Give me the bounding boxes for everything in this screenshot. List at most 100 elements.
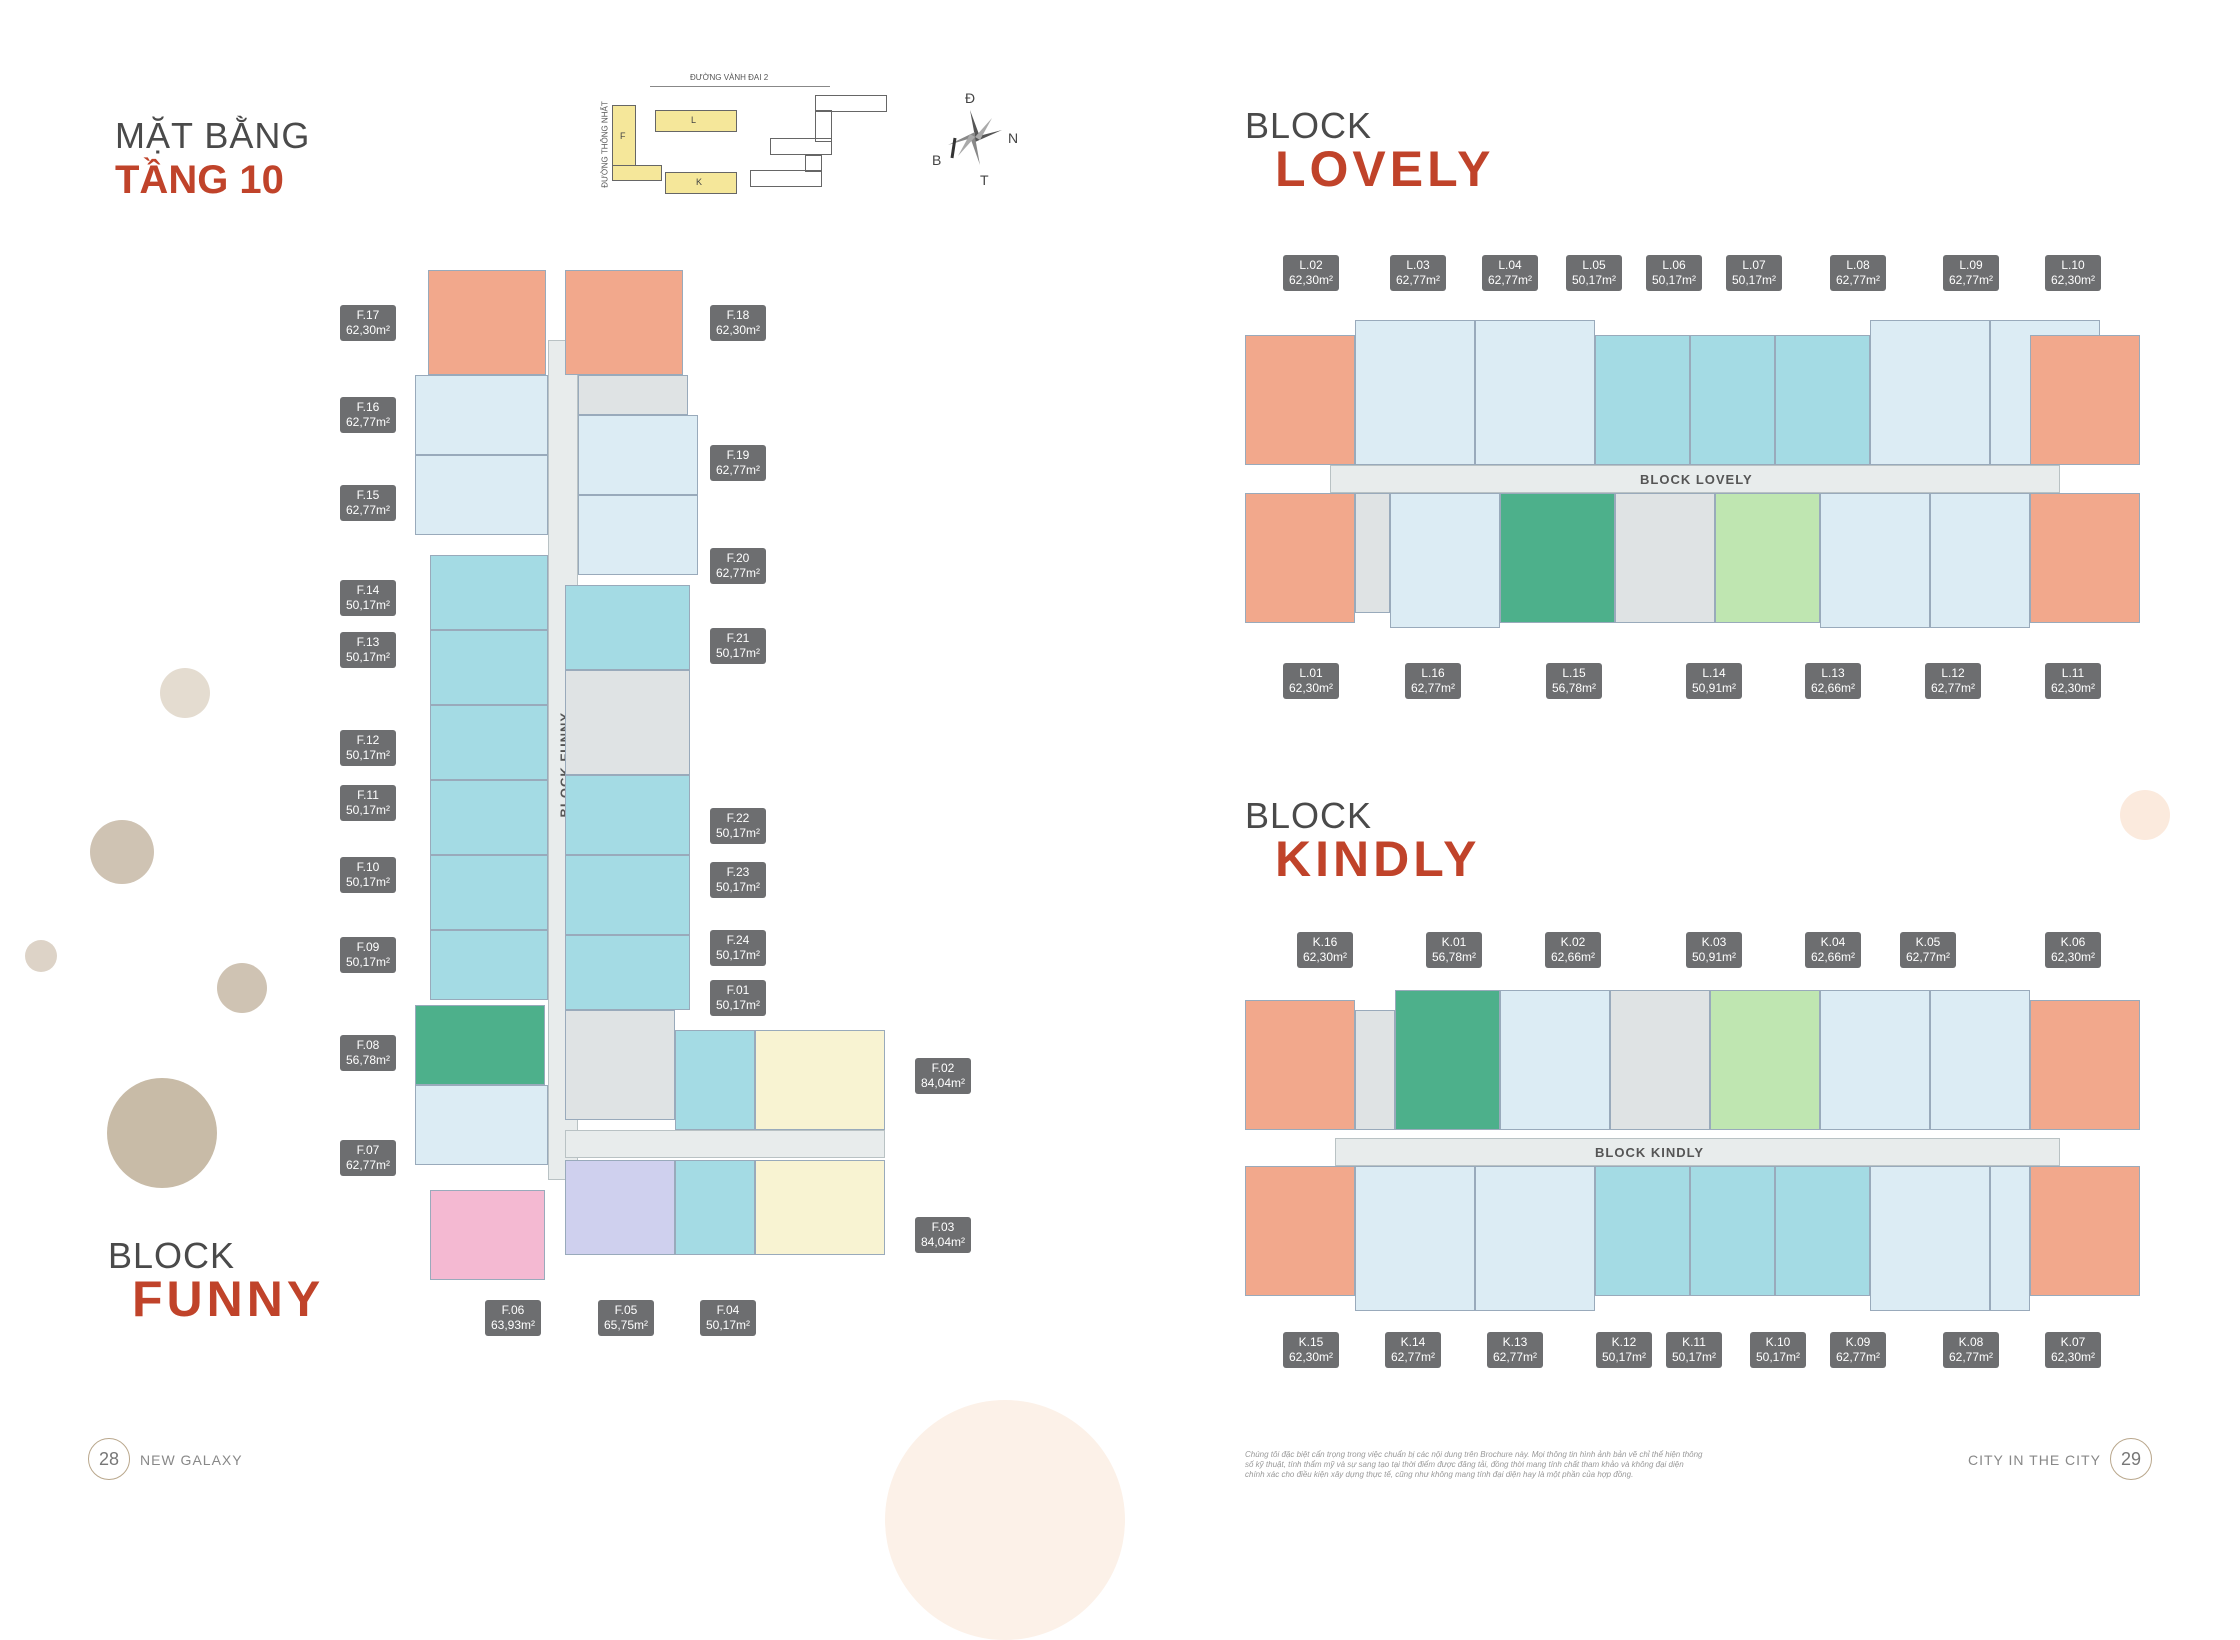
unit-l05[interactable] <box>1595 335 1690 465</box>
tag-area: 62,30m² <box>2050 1350 2096 1364</box>
unit-f11[interactable] <box>430 780 548 855</box>
tag-area: 62,30m² <box>1288 681 1334 695</box>
unit-l02[interactable] <box>1245 335 1355 465</box>
tag-code: F.18 <box>726 308 750 322</box>
unit-k02[interactable] <box>1500 990 1610 1130</box>
unit-k13[interactable] <box>1475 1166 1595 1311</box>
unit-f14[interactable] <box>430 555 548 630</box>
unit-k05[interactable] <box>1930 990 2030 1130</box>
tag-code: F.04 <box>716 1303 740 1317</box>
unit-f23[interactable] <box>565 855 690 935</box>
tag-area: 84,04m² <box>920 1235 966 1249</box>
unit-k03[interactable] <box>1710 990 1820 1130</box>
unit-k07[interactable] <box>2030 1166 2140 1296</box>
lovely-stair-left <box>1355 493 1390 613</box>
unit-f08[interactable] <box>415 1005 545 1085</box>
tag-code: L.08 <box>1846 258 1870 272</box>
tag-area: 62,77m² <box>1492 1350 1538 1364</box>
kindly-corridor-label: BLOCK KINDLY <box>1595 1145 1705 1160</box>
unit-l13[interactable] <box>1820 493 1930 628</box>
site-map-f-label: F <box>620 131 626 141</box>
unit-f07[interactable] <box>415 1085 548 1165</box>
unit-l16[interactable] <box>1390 493 1500 628</box>
unit-l03[interactable] <box>1355 320 1475 465</box>
unit-f18[interactable] <box>565 270 683 375</box>
tag-area: 50,17m² <box>345 803 391 817</box>
tag-code: K.04 <box>1820 935 1846 949</box>
tag-code: F.15 <box>356 488 380 502</box>
unit-l10[interactable] <box>2030 335 2140 465</box>
unit-f04[interactable] <box>675 1160 755 1255</box>
unit-k12[interactable] <box>1595 1166 1690 1296</box>
unit-k06[interactable] <box>2030 1000 2140 1130</box>
unit-l14[interactable] <box>1715 493 1820 623</box>
tag-area: 50,17m² <box>345 748 391 762</box>
footer-right-text: CITY IN THE CITY <box>1968 1452 2101 1468</box>
tag-code: F.22 <box>726 811 750 825</box>
unit-f15[interactable] <box>415 455 548 535</box>
unit-f10[interactable] <box>430 855 548 930</box>
unit-l04[interactable] <box>1475 320 1595 465</box>
unit-k16[interactable] <box>1245 1000 1355 1130</box>
unit-f06[interactable] <box>430 1190 545 1280</box>
unit-k01[interactable] <box>1395 990 1500 1130</box>
unit-l11[interactable] <box>2030 493 2140 623</box>
tag-code: F.19 <box>726 448 750 462</box>
unit-l08[interactable] <box>1870 320 1990 465</box>
unit-f17[interactable] <box>428 270 546 375</box>
tag-code: K.08 <box>1958 1335 1984 1349</box>
site-map-l-label: L <box>691 115 697 125</box>
unit-f05[interactable] <box>565 1160 675 1255</box>
unit-f13[interactable] <box>430 630 548 705</box>
unit-f16[interactable] <box>415 375 548 455</box>
unit-k11[interactable] <box>1690 1166 1775 1296</box>
tag-code: L.03 <box>1406 258 1430 272</box>
unit-l07[interactable] <box>1775 335 1870 465</box>
unit-f03[interactable] <box>755 1160 885 1255</box>
footer-left-text: NEW GALAXY <box>140 1452 243 1468</box>
unit-k14[interactable] <box>1355 1166 1475 1311</box>
tag-code: F.17 <box>356 308 380 322</box>
unit-k04[interactable] <box>1820 990 1930 1130</box>
unit-f21[interactable] <box>565 585 690 670</box>
tag-area: 50,17m² <box>1731 273 1777 287</box>
unit-f20[interactable] <box>578 495 698 575</box>
unit-f01[interactable] <box>675 1030 755 1130</box>
tag-code: K.11 <box>1682 1335 1706 1349</box>
unit-l01[interactable] <box>1245 493 1355 623</box>
unit-l06[interactable] <box>1690 335 1775 465</box>
unit-k15[interactable] <box>1245 1166 1355 1296</box>
unit-f02[interactable] <box>755 1030 885 1130</box>
page-title-line2: TẦNG 10 <box>115 158 284 202</box>
unit-l15[interactable] <box>1500 493 1615 623</box>
unit-l12[interactable] <box>1930 493 2030 628</box>
tag-code: K.06 <box>2060 935 2086 949</box>
unit-f09[interactable] <box>430 930 548 1000</box>
tag-area: 62,77m² <box>1905 950 1951 964</box>
unit-f24[interactable] <box>565 935 690 1010</box>
unit-f22[interactable] <box>565 775 690 855</box>
unit-k09[interactable] <box>1870 1166 1990 1311</box>
tag-area: 50,17m² <box>715 646 761 660</box>
tag-code: F.20 <box>726 551 750 565</box>
footer-disclaimer: Chúng tôi đặc biệt cẩn trọng trong việc … <box>1245 1450 1703 1479</box>
unit-f12[interactable] <box>430 705 548 780</box>
tag-area: 56,78m² <box>1431 950 1477 964</box>
unit-k10[interactable] <box>1775 1166 1870 1296</box>
unit-f19[interactable] <box>578 415 698 495</box>
unit-k08[interactable] <box>1990 1166 2030 1311</box>
lovely-heading-small: BLOCK <box>1245 105 1373 146</box>
lovely-heading-big: LOVELY <box>1275 141 1495 197</box>
